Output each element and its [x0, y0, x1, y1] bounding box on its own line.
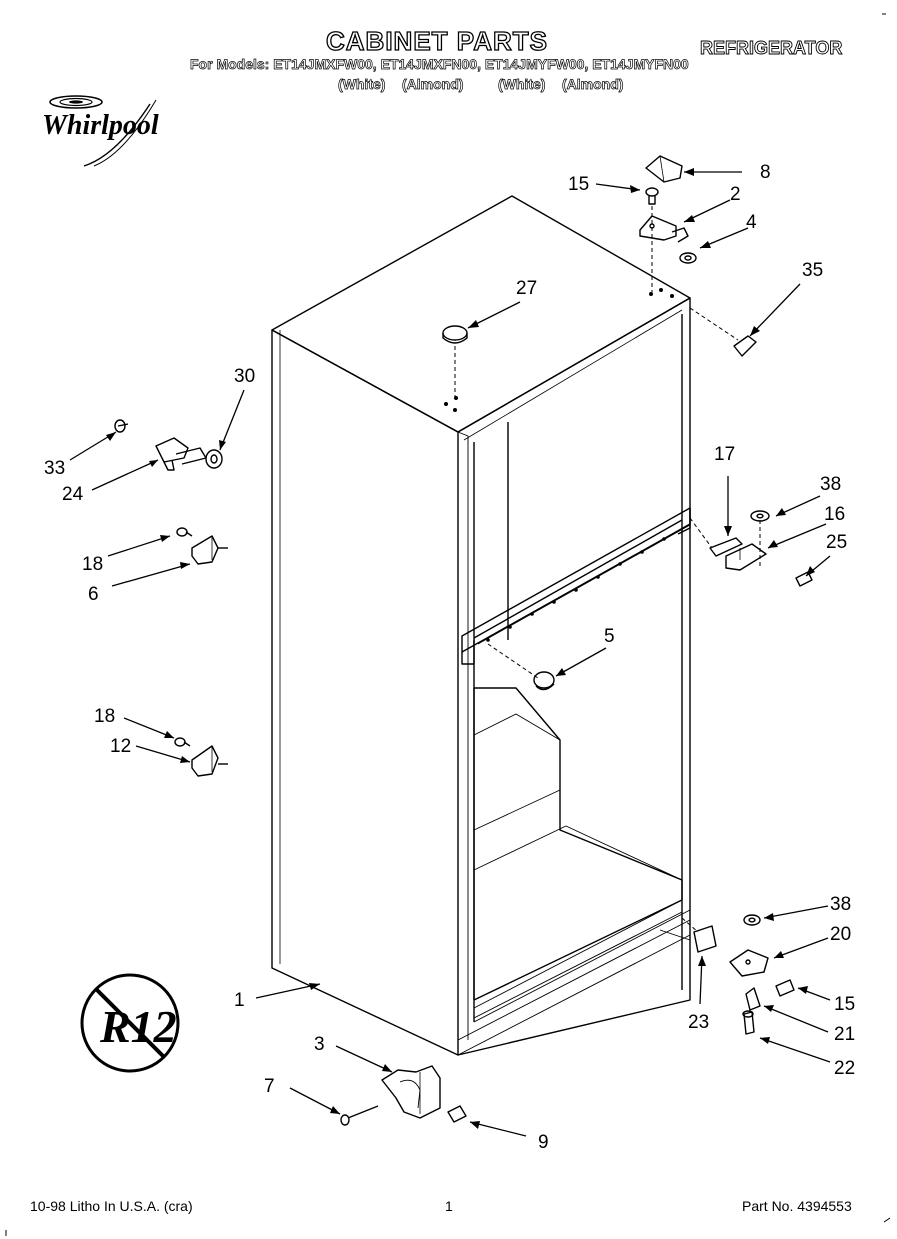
part-number: Part No. 4394553 — [742, 1198, 852, 1214]
leveling-screw — [743, 1011, 755, 1035]
callout-leaders — [69, 171, 831, 1137]
callout-16: 16 — [824, 504, 845, 525]
appliance-type: REFRIGERATOR — [700, 38, 843, 59]
callout-15-bottom: 15 — [834, 994, 855, 1015]
callout-arrowheads — [106, 168, 815, 1129]
hinge-pin — [745, 987, 761, 1011]
rail-holes — [486, 537, 666, 642]
hinge-washer — [679, 252, 697, 264]
callout-20: 20 — [830, 924, 851, 945]
hinge-hole-plug — [733, 335, 757, 357]
callout-35: 35 — [802, 260, 823, 281]
top-holes — [444, 288, 674, 412]
callout-5: 5 — [604, 626, 615, 647]
bottom-hinge-washer — [743, 914, 761, 926]
r12-badge-text: R12 — [99, 1001, 177, 1052]
bottom-hinge-assembly — [693, 914, 795, 1035]
callout-3: 3 — [314, 1034, 325, 1055]
whirlpool-logo: Whirlpool — [42, 110, 159, 141]
callout-27: 27 — [516, 278, 537, 299]
lower-hinge-pin-assembly — [174, 737, 228, 777]
center-plug-button — [533, 671, 555, 691]
model-list: For Models: ET14JMXFW00, ET14JMXFN00, ET… — [190, 56, 689, 73]
center-hinge-rail — [461, 507, 691, 665]
callout-38-center: 38 — [820, 474, 841, 495]
top-plug-button — [442, 325, 468, 344]
callout-numbers: 8 15 2 4 35 27 30 33 24 18 6 17 38 16 25… — [44, 162, 855, 1153]
cabinet-shell — [271, 195, 691, 1056]
model-color-4: (Almond) — [562, 76, 624, 93]
model-color-1: (White) — [338, 76, 386, 93]
callout-7: 7 — [264, 1076, 275, 1097]
callout-18-upper: 18 — [82, 554, 103, 575]
model-color-3: (White) — [498, 76, 546, 93]
callout-17: 17 — [714, 444, 735, 465]
bracket-screw-long — [340, 1105, 379, 1126]
callout-25: 25 — [826, 532, 847, 553]
bottom-hinge-screw — [775, 979, 795, 997]
callout-21: 21 — [834, 1024, 855, 1045]
callout-1: 1 — [234, 990, 245, 1011]
door-stop-assembly — [114, 419, 223, 471]
callout-38-bottom: 38 — [830, 894, 851, 915]
callout-2: 2 — [730, 184, 741, 205]
toe-grille-bracket — [381, 1065, 441, 1119]
center-hinge — [709, 510, 813, 587]
whirlpool-swirl-icon — [49, 95, 157, 167]
edge-marks — [5, 13, 891, 1236]
callout-9: 9 — [538, 1132, 549, 1153]
callout-12: 12 — [110, 736, 131, 757]
callout-8: 8 — [760, 162, 771, 183]
callout-24: 24 — [62, 484, 84, 505]
top-hinge-cover — [645, 155, 683, 183]
bottom-hinge — [729, 949, 769, 977]
page-title: CABINET PARTS — [325, 25, 548, 56]
no-r12-symbol-icon — [80, 973, 180, 1073]
callout-4: 4 — [746, 212, 757, 233]
page-number: 1 — [445, 1198, 453, 1214]
bracket-screw-short — [447, 1105, 467, 1123]
top-hinge — [639, 215, 689, 243]
upper-hinge-pin-assembly — [176, 527, 228, 565]
callout-33: 33 — [44, 458, 65, 479]
model-color-2: (Almond) — [402, 76, 464, 93]
callout-15-top: 15 — [568, 174, 589, 195]
top-hinge-screw — [645, 187, 659, 205]
callout-6: 6 — [88, 584, 99, 605]
callout-22: 22 — [834, 1058, 855, 1079]
bottom-hinge-spacer — [693, 925, 717, 953]
callout-18-lower: 18 — [94, 706, 115, 727]
callout-23: 23 — [688, 1012, 709, 1033]
callout-30: 30 — [234, 366, 255, 387]
print-info: 10-98 Litho In U.S.A. (cra) — [30, 1198, 193, 1214]
dashed-guides — [454, 206, 761, 933]
